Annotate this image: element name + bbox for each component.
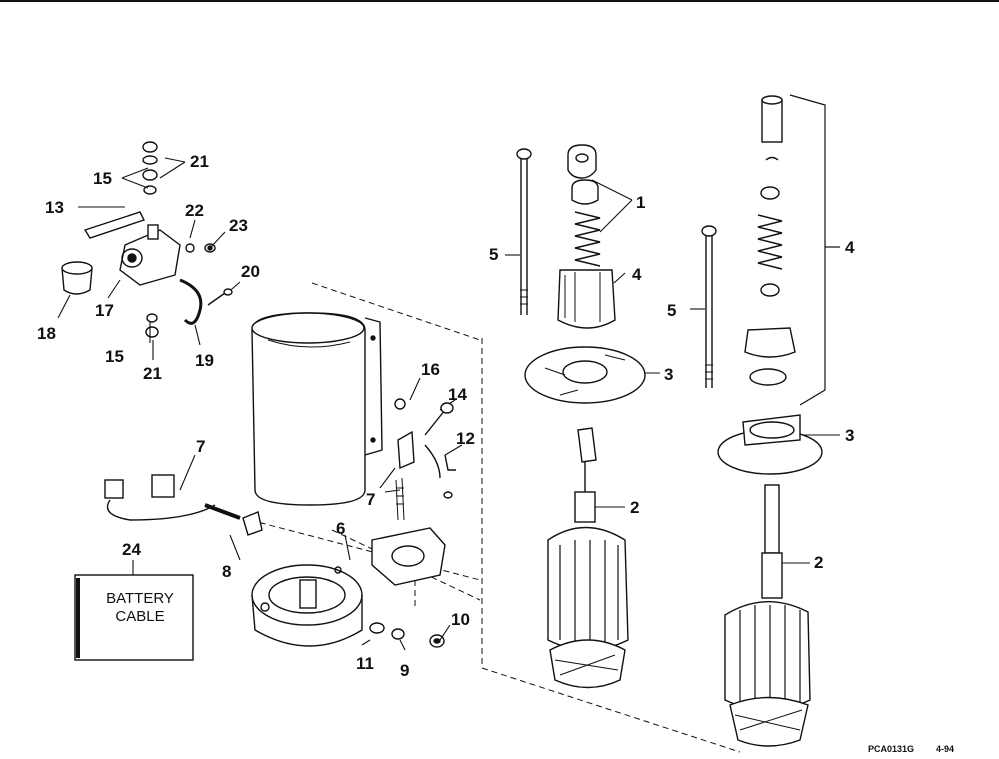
bracket-4-right [789,94,826,406]
callout-24: 24 [122,540,141,559]
callout-7-left: 7 [196,437,206,456]
right-drive-assembly [701,95,823,747]
callout-2-mid: 2 [630,498,640,517]
callout-15-bottom: 15 [105,347,124,366]
callout-21-bottom: 21 [143,364,162,383]
callout-14: 14 [448,385,467,404]
callout-7-right: 7 [366,490,376,509]
callout-4-mid: 4 [632,265,642,284]
drawing-code: PCA0131G [868,744,915,754]
callout-5-mid: 5 [489,245,499,264]
battery-cable-line2: CABLE [115,608,165,625]
callout-22: 22 [185,201,204,220]
callout-10: 10 [451,610,470,629]
drawing-date: 4-94 [936,744,955,754]
callout-8: 8 [222,562,232,581]
callout-11: 11 [356,654,374,673]
end-cap [251,527,446,648]
battery-cable-line1: BATTERY [106,590,174,607]
callout-3-right: 3 [845,426,855,445]
callout-23: 23 [229,216,248,235]
callout-16: 16 [421,360,440,379]
callout-1: 1 [636,193,646,212]
callout-4-right: 4 [845,238,855,257]
callout-13: 13 [45,198,64,217]
callout-19: 19 [195,351,214,370]
callout-21-top: 21 [190,152,209,171]
field-frame-housing [251,312,454,506]
callout-3-mid: 3 [664,365,674,384]
leader-lines [57,157,840,651]
mid-drive-assembly [516,144,646,689]
callout-18: 18 [37,324,56,343]
callout-5-right: 5 [667,301,677,320]
callout-15-top: 15 [93,169,112,188]
battery-cable-box [74,574,194,661]
solenoid-assembly [61,141,233,338]
callout-20: 20 [241,262,260,281]
brush-parts [104,430,456,536]
callout-6: 6 [336,519,346,538]
callout-17: 17 [95,301,114,320]
callout-9: 9 [400,661,410,680]
battery-cable-label: BATTERY CABLE [85,590,195,626]
callout-2-right: 2 [814,553,824,572]
callout-12: 12 [456,429,475,448]
